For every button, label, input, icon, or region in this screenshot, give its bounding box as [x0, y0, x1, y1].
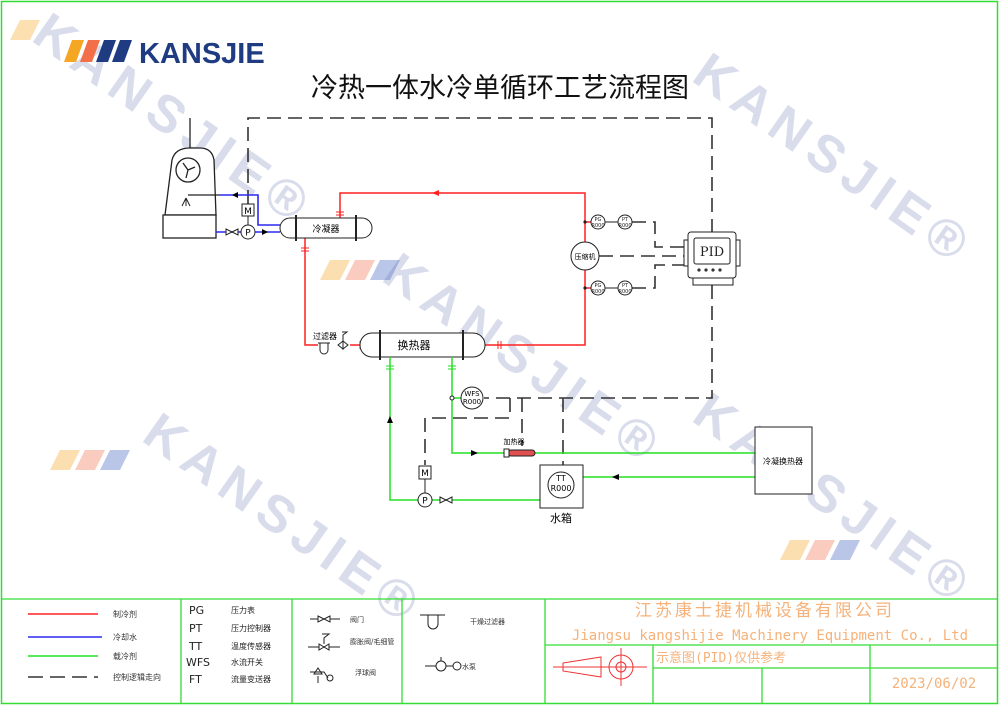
svg-text:TT: TT — [555, 474, 566, 483]
svg-text:KANSJIE®: KANSJIE® — [683, 382, 985, 617]
svg-text:FT: FT — [189, 673, 202, 686]
filter-drier: 过滤器 — [313, 331, 337, 355]
expansion-valve-icon — [337, 331, 349, 351]
svg-text:P: P — [245, 229, 251, 239]
svg-text:WFS: WFS — [186, 656, 210, 669]
svg-text:冷凝换热器: 冷凝换热器 — [763, 456, 803, 466]
projection-symbol-icon — [553, 648, 647, 686]
svg-text:R000: R000 — [551, 484, 572, 493]
legend-symbols — [308, 614, 462, 683]
refrigerant-lines — [304, 192, 591, 346]
svg-text:水箱: 水箱 — [550, 511, 572, 525]
svg-text:PG: PG — [595, 217, 602, 223]
page-title: 冷热一体水冷单循环工艺流程图 — [311, 73, 689, 104]
svg-text:换热器: 换热器 — [398, 338, 431, 352]
svg-text:PG: PG — [189, 604, 204, 617]
svg-text:控制逻辑走向: 控制逻辑走向 — [113, 672, 161, 682]
coolant-lines — [389, 357, 755, 501]
svg-text:流量变送器: 流量变送器 — [231, 674, 271, 684]
svg-text:PT: PT — [189, 622, 203, 635]
coolant-valve-icon — [439, 496, 453, 504]
svg-text:R000: R000 — [591, 223, 604, 229]
svg-text:R000: R000 — [591, 289, 604, 295]
svg-text:M: M — [421, 469, 429, 479]
svg-text:膨胀阀/毛细管: 膨胀阀/毛细管 — [350, 637, 394, 646]
svg-text:浮球阀: 浮球阀 — [355, 668, 376, 677]
company-name-cn: 江苏康士捷机械设备有限公司 — [635, 601, 895, 621]
cooling-valve-icon — [225, 228, 239, 236]
svg-text:R000: R000 — [618, 223, 631, 229]
svg-text:水流开关: 水流开关 — [231, 657, 263, 667]
svg-text:过滤器: 过滤器 — [313, 331, 337, 341]
svg-text:PG: PG — [595, 283, 602, 289]
svg-text:载冷剂: 载冷剂 — [113, 651, 137, 661]
compressor: 压缩机 — [570, 241, 600, 271]
cooling-tower — [162, 118, 220, 239]
svg-text:M: M — [244, 207, 252, 217]
company-name-en: Jiangsu kangshijie Machinery Equipment C… — [572, 628, 968, 644]
svg-text:压力表: 压力表 — [231, 605, 255, 615]
disclaimer-note: 示意图(PID)仅供参考 — [656, 650, 786, 666]
coolant-pump-icon — [417, 492, 433, 508]
svg-text:R000: R000 — [463, 398, 481, 406]
svg-text:压力控制器: 压力控制器 — [231, 623, 271, 633]
heater: 加热器 — [503, 437, 536, 458]
legend-lines: 制冷剂 冷却水 载冷剂 控制逻辑走向 — [28, 609, 161, 682]
svg-text:PT: PT — [622, 217, 629, 223]
condensing-heat-exchanger: 冷凝换热器 — [754, 426, 813, 495]
svg-text:阀门: 阀门 — [350, 615, 364, 624]
svg-text:温度传感器: 温度传感器 — [231, 641, 271, 651]
title-block-text: 江苏康士捷机械设备有限公司 Jiangsu kangshijie Machine… — [572, 601, 976, 692]
svg-text:冷却水: 冷却水 — [113, 632, 137, 642]
fan-icon — [175, 157, 201, 183]
svg-text:TT: TT — [188, 640, 203, 653]
svg-text:压缩机: 压缩机 — [575, 252, 596, 261]
svg-text:制冷剂: 制冷剂 — [113, 609, 137, 619]
water-flow-switch: WFS R000 — [460, 386, 484, 410]
heat-exchanger: 换热器 — [359, 330, 486, 360]
svg-text:冷凝器: 冷凝器 — [312, 223, 339, 235]
svg-text:R000: R000 — [618, 289, 631, 295]
svg-text:水泵: 水泵 — [462, 662, 476, 671]
legend-symbol-labels: 阀门 膨胀阀/毛细管 浮球阀 干燥过滤器 水泵 — [350, 615, 505, 677]
water-tank: TT R000 水箱 — [539, 464, 584, 525]
title-block-grid — [1, 598, 998, 704]
condenser: 冷凝器 — [279, 215, 373, 241]
svg-text:干燥过滤器: 干燥过滤器 — [470, 617, 505, 626]
brand-name: KANSJIE — [139, 38, 265, 70]
control-lines — [247, 117, 713, 465]
pump-icon — [240, 224, 256, 240]
svg-text:PID: PID — [700, 245, 724, 260]
svg-text:PT: PT — [622, 283, 629, 289]
svg-text:加热器: 加热器 — [504, 437, 525, 446]
svg-text:WFS: WFS — [464, 390, 480, 398]
svg-text:P: P — [422, 497, 428, 507]
drawing-date: 2023/06/02 — [892, 676, 976, 692]
pid-controller: PID — [683, 231, 741, 286]
brand-logo: KANSJIE — [64, 38, 265, 70]
